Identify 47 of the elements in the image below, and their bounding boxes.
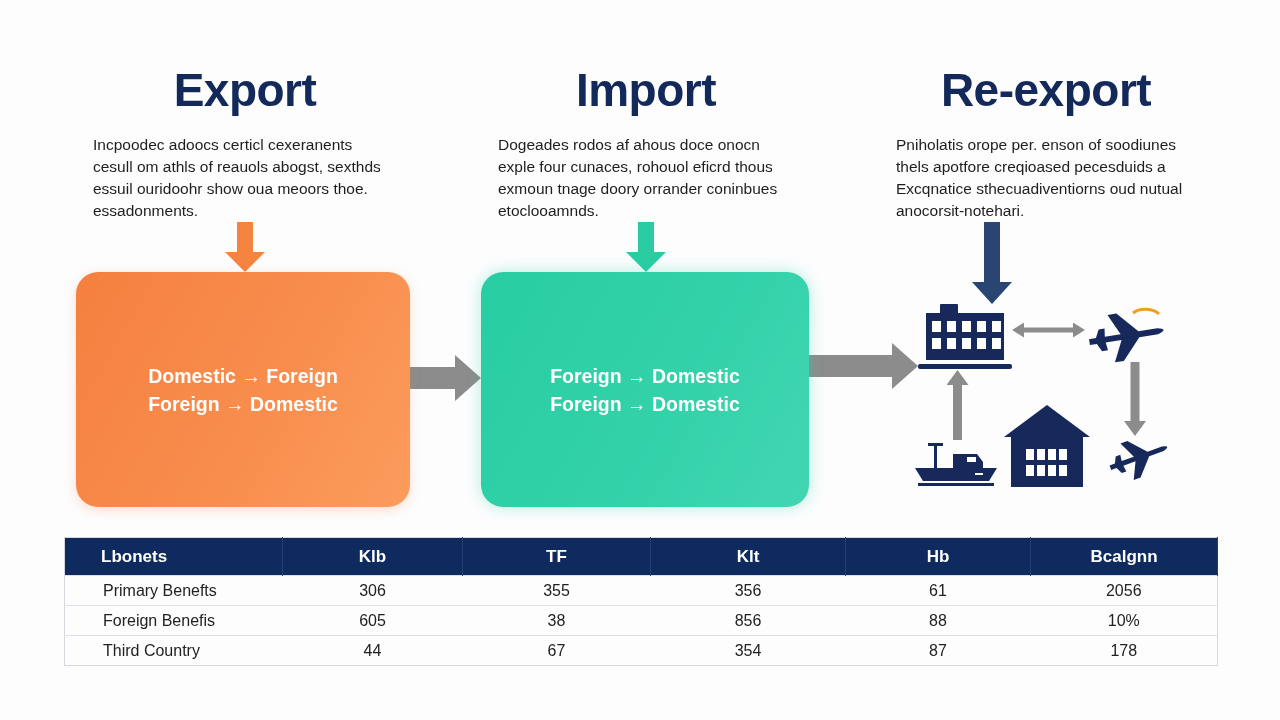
warehouse-icon	[1004, 405, 1090, 487]
table-value: 306	[359, 581, 386, 599]
column-header: Klt	[650, 537, 846, 576]
table-value: 61	[929, 581, 947, 599]
table-value: 856	[734, 611, 762, 629]
description-text: Dogeades rodos af ahous doce onocn exple four cunaces, rohouol eficrd thous exmoun tnage doory orrander coninbues etoclooamnds.	[498, 135, 779, 221]
table-value: 356	[734, 581, 762, 599]
row-label: Foreign Benefis	[103, 611, 216, 629]
row-label: Third Country	[103, 641, 200, 659]
description-text: Pniholatis orope per. enson of soodiunes thels apotfore creqioased pecesduids a Excqnatice sthecuadiventiorns oud nutual anocorsit-notehari.	[896, 135, 1184, 221]
table-value: 87	[929, 641, 947, 659]
block-arrow	[626, 222, 666, 272]
column-heading: Export	[173, 64, 317, 116]
column-header: Lbonets	[64, 537, 283, 576]
block-arrow	[809, 343, 918, 389]
flow-label: Foreign → Domestic	[550, 363, 740, 389]
arrow	[1124, 362, 1146, 436]
table-value: 67	[547, 641, 566, 659]
arrow	[946, 370, 969, 440]
column-heading: Import	[575, 64, 717, 116]
table-value: 88	[929, 611, 947, 629]
table-value: 605	[359, 611, 386, 629]
block-arrow	[225, 222, 265, 272]
table-value: 38	[547, 611, 566, 629]
ship-icon	[915, 440, 997, 487]
flow-label: Foreign → Domestic	[550, 391, 740, 417]
table-value: 2056	[1105, 581, 1142, 599]
row-label: Primary Benefts	[103, 581, 217, 599]
column-header: TF	[462, 537, 651, 576]
flow-label: Domestic → Foreign	[148, 363, 338, 389]
table-value: 44	[363, 641, 382, 659]
building-icon	[918, 304, 1012, 370]
description-text: Incpoodec adoocs certicl cexeranents cesull om athls of reauols abogst, sexthds essuil ouridoohr show oua meoors thoe. essadonments.	[93, 135, 382, 221]
table-value: 10%	[1107, 611, 1140, 629]
table-value: 355	[543, 581, 570, 599]
column-header: Klb	[282, 537, 463, 576]
column-header: Bcalgnn	[1030, 537, 1218, 576]
arrow	[1012, 322, 1085, 338]
column-header: Hb	[845, 537, 1031, 576]
block-arrow	[410, 355, 481, 401]
table-value: 354	[734, 641, 762, 659]
process-box	[76, 272, 410, 507]
table-value: 178	[1110, 641, 1138, 659]
column-heading: Re-export	[940, 64, 1152, 116]
block-arrow	[972, 222, 1012, 304]
process-box	[481, 272, 809, 507]
flow-label: Foreign → Domestic	[148, 391, 338, 417]
